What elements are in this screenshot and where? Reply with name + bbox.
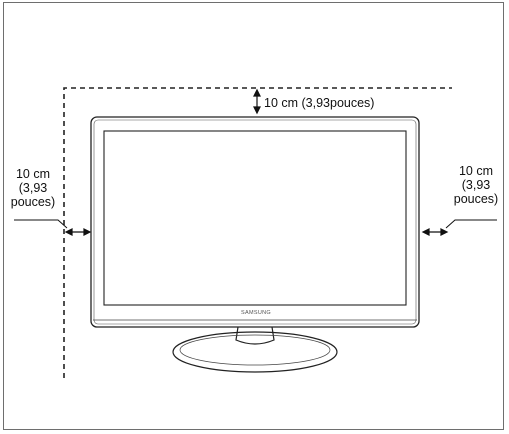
right-clearance-line-3: pouces): [453, 192, 499, 206]
top-clearance-label: 10 cm (3,93pouces): [264, 96, 375, 110]
top-clearance-arrow: [253, 88, 261, 115]
left-leader-line: [14, 219, 68, 229]
monitor-stand-neck: [235, 326, 275, 345]
left-clearance-line-2: (3,93: [18, 181, 48, 195]
monitor-bezel: [90, 116, 420, 328]
right-clearance-arrow: [421, 228, 449, 236]
right-clearance-label: 10 cm (3,93 pouces): [448, 164, 504, 206]
monitor-stand-base-inner: [179, 334, 331, 366]
right-clearance-line-1: 10 cm: [458, 164, 494, 178]
monitor-screen: [103, 130, 407, 306]
left-clearance-arrow: [64, 228, 92, 236]
diagram-frame: [3, 2, 504, 430]
wall-guide-dashed: [63, 87, 452, 378]
left-clearance-line-3: pouces): [10, 195, 56, 209]
left-clearance-line-1: 10 cm: [15, 167, 51, 181]
monitor-bezel-inner: [93, 119, 417, 325]
right-clearance-line-2: (3,93: [461, 178, 491, 192]
right-leader-line: [445, 219, 497, 229]
left-clearance-label: 10 cm (3,93 pouces): [6, 167, 60, 209]
monitor-brand-logo: SAMSUNG: [241, 310, 271, 316]
monitor-stand-base: [172, 331, 338, 373]
